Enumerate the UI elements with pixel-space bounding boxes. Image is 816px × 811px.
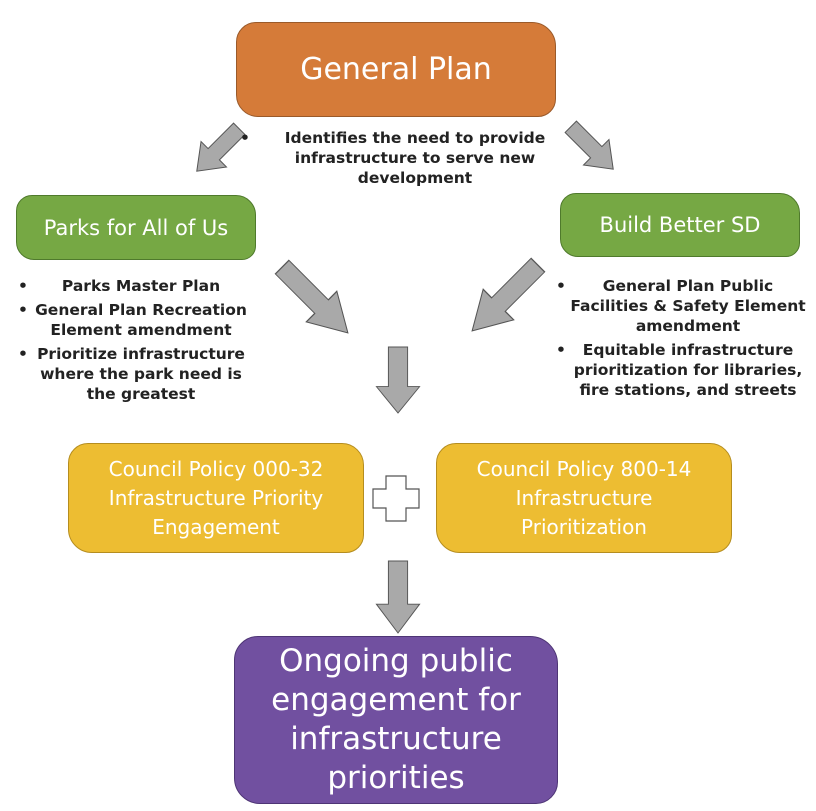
council-policy-000-32-box: Council Policy 000-32 Infrastructure Pri… bbox=[68, 443, 364, 553]
general-plan-box: General Plan bbox=[236, 22, 556, 117]
build-better-bullet: Equitable infrastructure prioritization … bbox=[556, 340, 806, 400]
general-plan-title: General Plan bbox=[300, 52, 492, 87]
policy-right-line: Council Policy 800-14 bbox=[476, 456, 692, 481]
policy-right-line: Prioritization bbox=[521, 514, 647, 539]
parks-bullet: Parks Master Plan bbox=[18, 276, 250, 296]
outcome-line: engagement for bbox=[271, 682, 521, 718]
arrow-buildbetter-to-center bbox=[456, 249, 554, 347]
policy-right-line: Infrastructure bbox=[515, 485, 653, 510]
outcome-line: Ongoing public bbox=[279, 643, 513, 679]
build-better-notes: General Plan Public Facilities & Safety … bbox=[556, 276, 806, 404]
arrow-center-down bbox=[375, 346, 421, 414]
plus-icon bbox=[372, 475, 420, 522]
parks-bullet: Prioritize infrastructure where the park… bbox=[18, 344, 250, 404]
general-plan-bullet: Identifies the need to provide infrastru… bbox=[240, 128, 576, 188]
parks-for-all-box: Parks for All of Us bbox=[16, 195, 256, 260]
ongoing-engagement-box: Ongoing public engagement for infrastruc… bbox=[234, 636, 558, 804]
outcome-line: priorities bbox=[327, 760, 465, 796]
build-better-sd-box: Build Better SD bbox=[560, 193, 800, 257]
policy-left-line: Infrastructure Priority bbox=[108, 485, 324, 510]
arrow-parks-to-center bbox=[266, 251, 364, 349]
council-policy-800-14-box: Council Policy 800-14 Infrastructure Pri… bbox=[436, 443, 732, 553]
arrow-policies-to-outcome bbox=[375, 560, 421, 634]
policy-left-line: Council Policy 000-32 bbox=[108, 456, 324, 481]
build-better-title: Build Better SD bbox=[599, 213, 761, 237]
parks-notes: Parks Master Plan General Plan Recreatio… bbox=[18, 276, 250, 408]
build-better-bullet: General Plan Public Facilities & Safety … bbox=[556, 276, 806, 336]
parks-bullet: General Plan Recreation Element amendmen… bbox=[18, 300, 250, 340]
outcome-line: infrastructure bbox=[290, 721, 502, 757]
general-plan-notes: Identifies the need to provide infrastru… bbox=[240, 128, 576, 192]
policy-left-line: Engagement bbox=[152, 514, 280, 539]
parks-title: Parks for All of Us bbox=[43, 215, 229, 240]
